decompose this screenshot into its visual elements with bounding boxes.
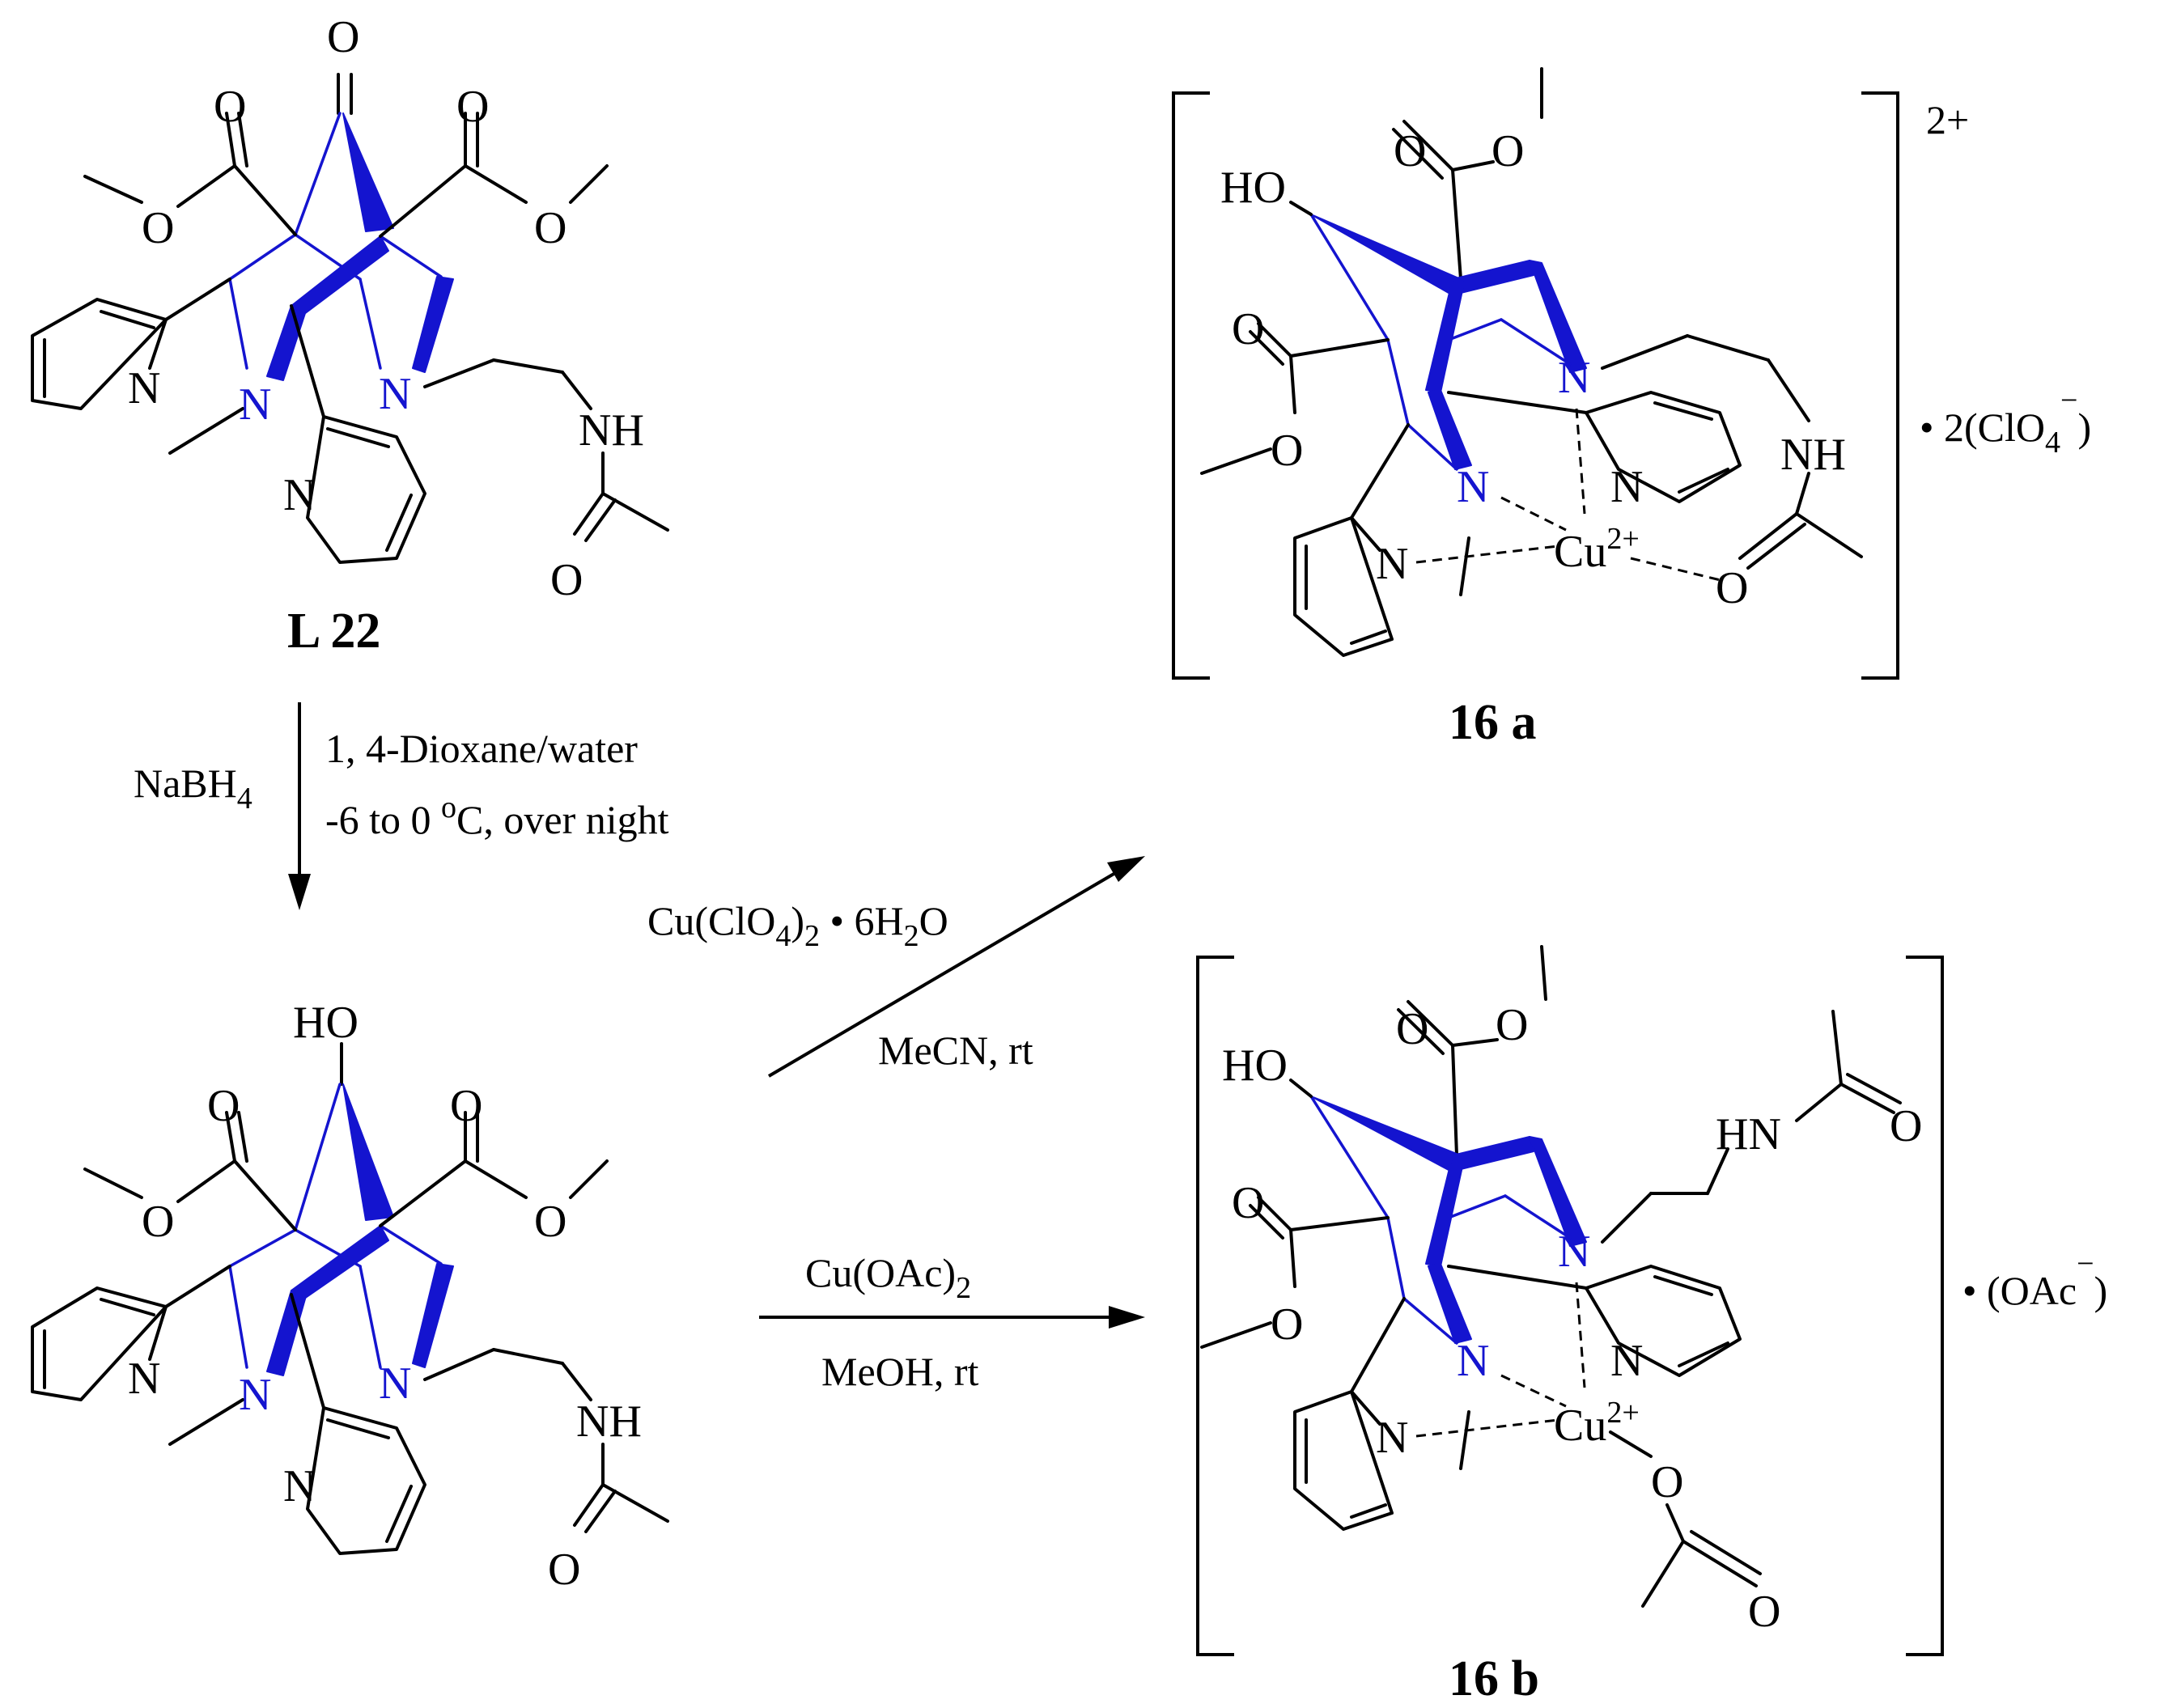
amine-n-label: N: [1558, 1227, 1590, 1277]
atom-label: HN: [1716, 1109, 1781, 1159]
amine-n-label: N: [379, 1358, 411, 1409]
atom-label: O: [534, 1197, 566, 1247]
reaction-arrow-1: [288, 702, 311, 910]
complex-16b-structure: [1196, 945, 1944, 1656]
atom-label: N: [1376, 539, 1408, 589]
conditions-temperature: -6 to 0 oC, over night: [325, 790, 669, 842]
reagent-nabh4: NaBH4: [134, 761, 252, 816]
atom-label: O: [214, 82, 246, 132]
atom-label: O: [1396, 1004, 1428, 1054]
atom-label: O: [456, 82, 489, 132]
amine-n-label: N: [239, 1370, 271, 1420]
counterion-acetate: • (OAc−): [1962, 1247, 2107, 1313]
amine-n-label: N: [379, 369, 411, 419]
atom-label: HO: [1222, 1040, 1288, 1091]
amine-n-label: N: [1457, 462, 1489, 512]
atom-label: O: [534, 203, 566, 253]
cu-center-16b: Cu2+: [1554, 1396, 1640, 1451]
atom-label: HO: [293, 998, 359, 1048]
reduced-ligand-atoms: HO O O O O N N N N NH O: [128, 998, 642, 1595]
conditions-mecn: MeCN, rt: [878, 1028, 1033, 1073]
amine-n-label: N: [1558, 353, 1590, 403]
amine-n-label: N: [1457, 1336, 1489, 1386]
atom-label: NH: [579, 405, 644, 456]
counterion-perchlorate: • 2(ClO4−): [1920, 384, 2091, 460]
atom-label: O: [550, 555, 583, 605]
reagent-cu-perchlorate: Cu(ClO4)2 • 6H2O: [647, 898, 948, 953]
atom-label: O: [142, 1197, 174, 1247]
atom-label: O: [1491, 126, 1524, 176]
atom-label: O: [142, 203, 174, 253]
atom-label: NH: [576, 1396, 642, 1447]
atom-label: O: [1232, 1178, 1264, 1228]
atom-label: N: [1610, 1336, 1643, 1386]
reaction-arrow-2: [767, 856, 1145, 1078]
compound-label-16a: 16 a: [1449, 695, 1537, 750]
atom-label: N: [283, 470, 316, 520]
atom-label: O: [1890, 1101, 1922, 1151]
atom-label: O: [1748, 1587, 1780, 1637]
atom-label: O: [1271, 426, 1303, 476]
complex-16a-atoms: O O HO O O N N N N Cu2+ NH O 2+ • 2(ClO4…: [1220, 97, 2091, 750]
atom-label: O: [1271, 1299, 1303, 1350]
atom-label: NH: [1780, 430, 1846, 480]
atom-label: O: [1716, 563, 1748, 613]
conditions-solvent: 1, 4-Dioxane/water: [325, 726, 638, 771]
atom-label: N: [128, 1354, 160, 1404]
compound-label-16b: 16 b: [1449, 1651, 1539, 1706]
complex-16b-atoms: O O HO O O N N N N Cu2+ O O HN O • (OAc−…: [1222, 1000, 2107, 1706]
reaction-arrow-3: [759, 1306, 1145, 1329]
atom-label: O: [1394, 126, 1426, 176]
atom-label: O: [207, 1081, 240, 1131]
atom-label: N: [128, 363, 160, 413]
compound-label-l22: L 22: [287, 604, 380, 659]
atom-label: N: [1376, 1413, 1408, 1463]
conditions-meoh: MeOH, rt: [821, 1349, 979, 1394]
atom-label: O: [327, 12, 359, 62]
atom-label: O: [1651, 1457, 1683, 1507]
cu-center-16a: Cu2+: [1554, 522, 1640, 577]
atom-label: N: [283, 1461, 316, 1511]
reagent-cu-acetate: Cu(OAc)2: [805, 1250, 971, 1305]
atom-label: N: [1610, 462, 1643, 512]
amine-n-label: N: [239, 379, 271, 430]
atom-label: O: [1232, 304, 1264, 354]
complex-16a-charge: 2+: [1926, 97, 1969, 142]
atom-label: HO: [1220, 163, 1286, 213]
ligand-l22-structure: [31, 73, 669, 564]
reduced-ligand-structure: [31, 1042, 669, 1555]
ligand-l22-atoms: O O O O O N N N N NH O L 22: [128, 12, 644, 659]
atom-label: O: [548, 1545, 580, 1595]
atom-label: O: [1496, 1000, 1528, 1050]
complex-16a-structure: [1172, 67, 1899, 680]
atom-label: O: [450, 1081, 482, 1131]
